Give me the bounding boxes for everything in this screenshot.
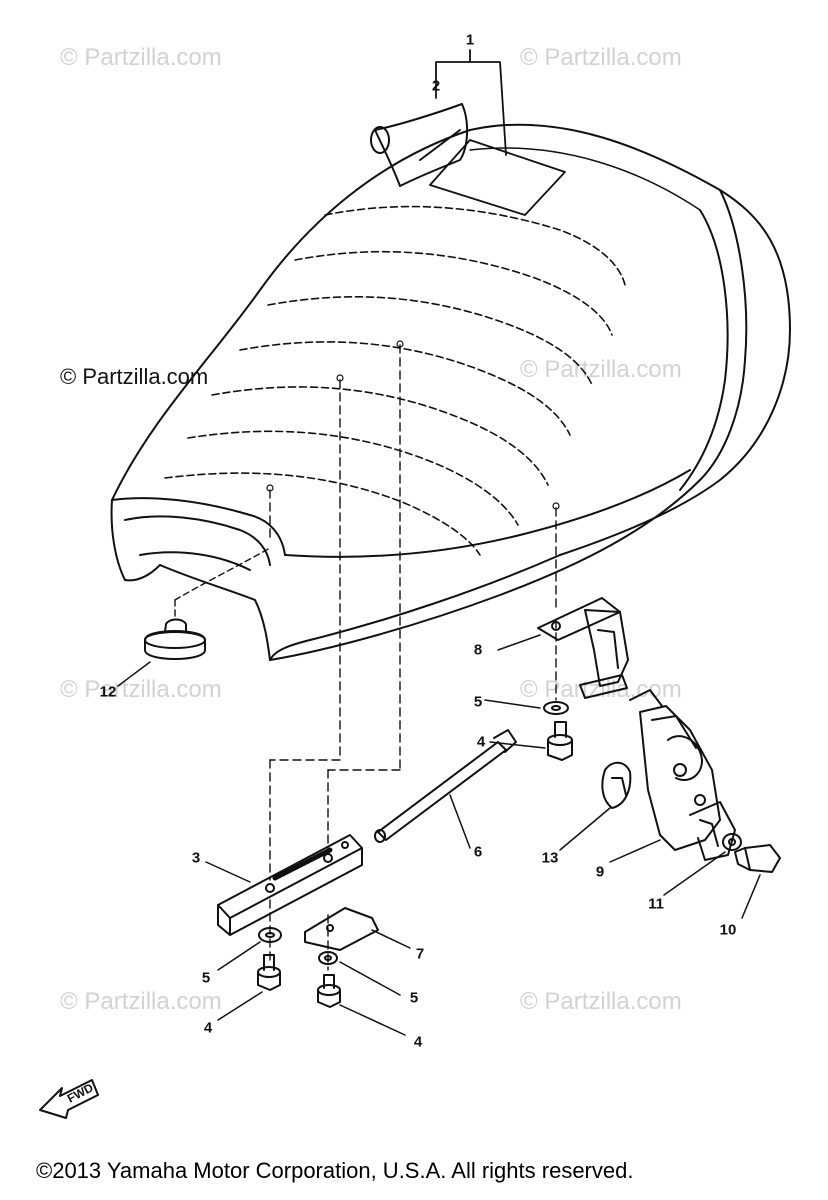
watermark: © Partzilla.com	[60, 44, 222, 71]
shaft-part-6	[374, 729, 517, 849]
callout-5: 5	[409, 989, 419, 1007]
callout-4: 4	[203, 1019, 213, 1037]
washer-part-5-left	[217, 927, 282, 971]
forward-label: FWD	[65, 1080, 96, 1105]
watermark-main: © Partzilla.com	[60, 364, 209, 389]
copyright-notice: ©2013 Yamaha Motor Corporation, U.S.A. A…	[36, 1158, 634, 1183]
callout-13: 13	[541, 849, 559, 867]
watermark: © Partzilla.com	[520, 988, 682, 1015]
bracket-part-8	[497, 597, 629, 699]
seat-outline	[110, 123, 791, 661]
callout-5: 5	[473, 693, 483, 711]
callout-5: 5	[201, 969, 211, 987]
callout-4: 4	[413, 1033, 423, 1051]
hinge-part-3	[205, 834, 363, 936]
callout-3: 3	[191, 849, 201, 867]
callout-11: 11	[648, 895, 664, 913]
watermark: © Partzilla.com	[60, 676, 222, 703]
bolt-part-4-left	[217, 954, 281, 1021]
watermark: © Partzilla.com	[520, 356, 682, 383]
watermark: © Partzilla.com	[60, 988, 222, 1015]
washer-part-11	[663, 833, 742, 896]
callout-7: 7	[415, 945, 425, 963]
seat-emblem-part-2	[370, 103, 468, 187]
seat-label-patch	[429, 139, 566, 216]
bracket-part-7	[304, 907, 411, 951]
callout-12: 12	[99, 683, 117, 701]
callout-8: 8	[473, 641, 483, 659]
washer-part-5-upper	[484, 699, 569, 715]
bolt-part-4-right	[317, 974, 406, 1036]
callout-6: 6	[473, 843, 483, 861]
bolt-part-4-upper	[489, 721, 573, 761]
callout-1: 1	[465, 31, 475, 49]
clip-part-13	[559, 761, 632, 851]
damper-part-12	[117, 547, 271, 687]
seat-lock-part-9	[609, 689, 736, 863]
watermark: © Partzilla.com	[520, 44, 682, 71]
callout-2: 2	[431, 77, 441, 95]
bolt-part-10	[734, 844, 781, 919]
callout-4: 4	[476, 733, 486, 751]
callout-9: 9	[595, 863, 605, 881]
washer-part-5-right	[318, 951, 401, 996]
callout-10: 10	[719, 921, 737, 939]
forward-arrow-icon	[39, 1079, 99, 1119]
